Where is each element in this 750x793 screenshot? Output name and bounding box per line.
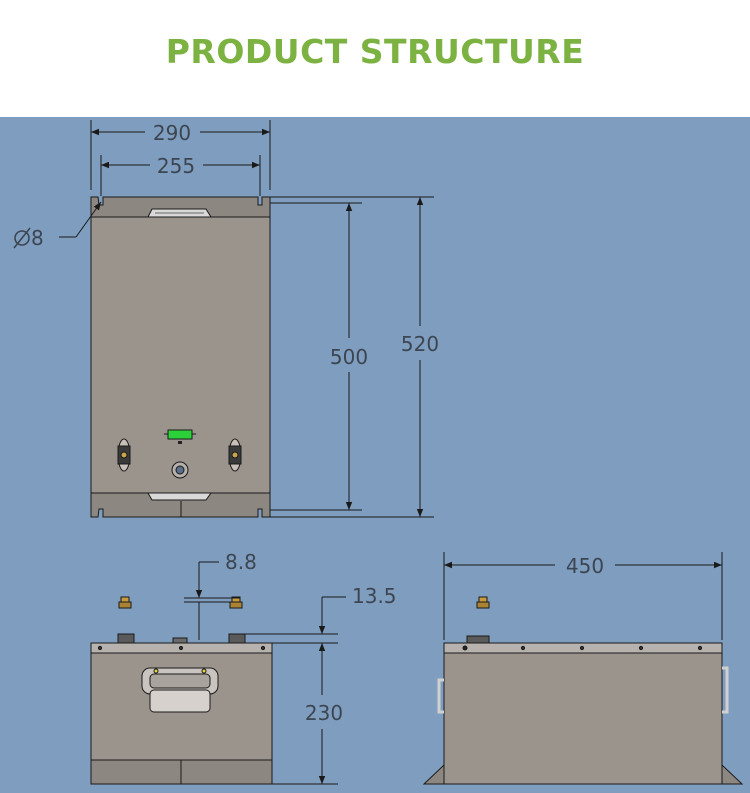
front-dimensions — [59, 120, 434, 518]
end-view — [422, 596, 744, 785]
right-connector — [228, 438, 242, 472]
end-body — [443, 652, 723, 785]
end-left-foot — [422, 763, 445, 785]
side-dimensions — [184, 561, 346, 785]
dim-outer-height: 520 — [401, 332, 439, 356]
terminal-top — [476, 596, 490, 609]
dim-terminal-height: 13.5 — [352, 584, 397, 608]
dim-side-height: 230 — [305, 701, 343, 725]
end-left-handle — [437, 678, 444, 714]
header: PRODUCT STRUCTURE — [0, 0, 750, 117]
side-handle — [141, 667, 219, 713]
diameter-symbol-icon — [13, 227, 31, 249]
dim-hole-diameter: 8 — [31, 226, 44, 250]
end-dimensions — [443, 552, 723, 640]
page-title: PRODUCT STRUCTURE — [165, 32, 585, 71]
terminal-left — [118, 596, 132, 609]
side-view — [90, 596, 273, 785]
structure-drawing: 290 255 8 500 520 — [0, 117, 750, 793]
front-view — [90, 196, 271, 518]
left-connector — [117, 438, 131, 472]
key-switch — [171, 461, 189, 479]
front-bottom-handle — [147, 492, 212, 501]
end-right-handle — [722, 666, 729, 714]
dim-inner-width: 255 — [157, 154, 195, 178]
dim-inner-height: 500 — [330, 345, 368, 369]
dim-terminal-gap: 8.8 — [225, 550, 257, 574]
dim-length: 450 — [566, 554, 604, 578]
dim-outer-width: 290 — [153, 121, 191, 145]
battery-indicator — [167, 429, 193, 440]
end-right-foot — [721, 763, 744, 785]
